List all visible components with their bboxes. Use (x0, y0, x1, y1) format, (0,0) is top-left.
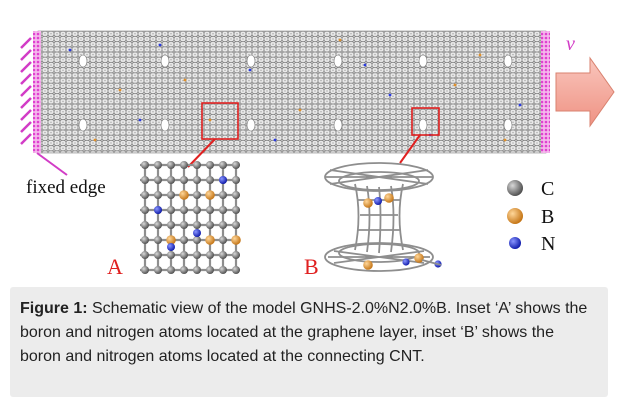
caption-body: Schematic view of the model GNHS-2.0%N2.… (20, 300, 588, 365)
graphene-sheet (37, 30, 547, 154)
caption-label: Figure 1: (20, 300, 88, 317)
legend-b-label: B (541, 206, 554, 228)
figure-illustration: fixed edge v A (20, 30, 615, 279)
velocity-label: v (566, 33, 575, 55)
legend-c-marker (507, 180, 523, 196)
legend-c-label: C (541, 178, 554, 200)
figure-caption: Figure 1: Schematic view of the model GN… (10, 287, 608, 397)
right-pulled-edge (541, 31, 550, 153)
inset-a-region (201, 102, 239, 140)
caption-text: Figure 1: Schematic view of the model GN… (20, 297, 598, 369)
legend-n-label: N (541, 233, 555, 255)
inset-b-label: B (304, 254, 319, 279)
inset-a-label: A (107, 254, 123, 279)
left-fixed-edge (33, 31, 41, 153)
legend-b-marker (507, 208, 523, 224)
velocity-arrow (555, 56, 615, 128)
inset-b-leader (399, 134, 421, 164)
inset-a-lattice (140, 161, 241, 274)
fixed-hatch (20, 37, 32, 145)
inset-b-region (411, 107, 440, 136)
inset-b-nanotube (324, 162, 434, 272)
fixed-edge-label: fixed edge (26, 177, 106, 198)
inset-a-leader (187, 138, 216, 168)
legend-n-marker (509, 237, 521, 249)
inset-b-dopants (363, 193, 442, 270)
holes (78, 54, 513, 132)
legend: C B N (507, 178, 555, 255)
fixed-edge-pointer (36, 152, 68, 176)
